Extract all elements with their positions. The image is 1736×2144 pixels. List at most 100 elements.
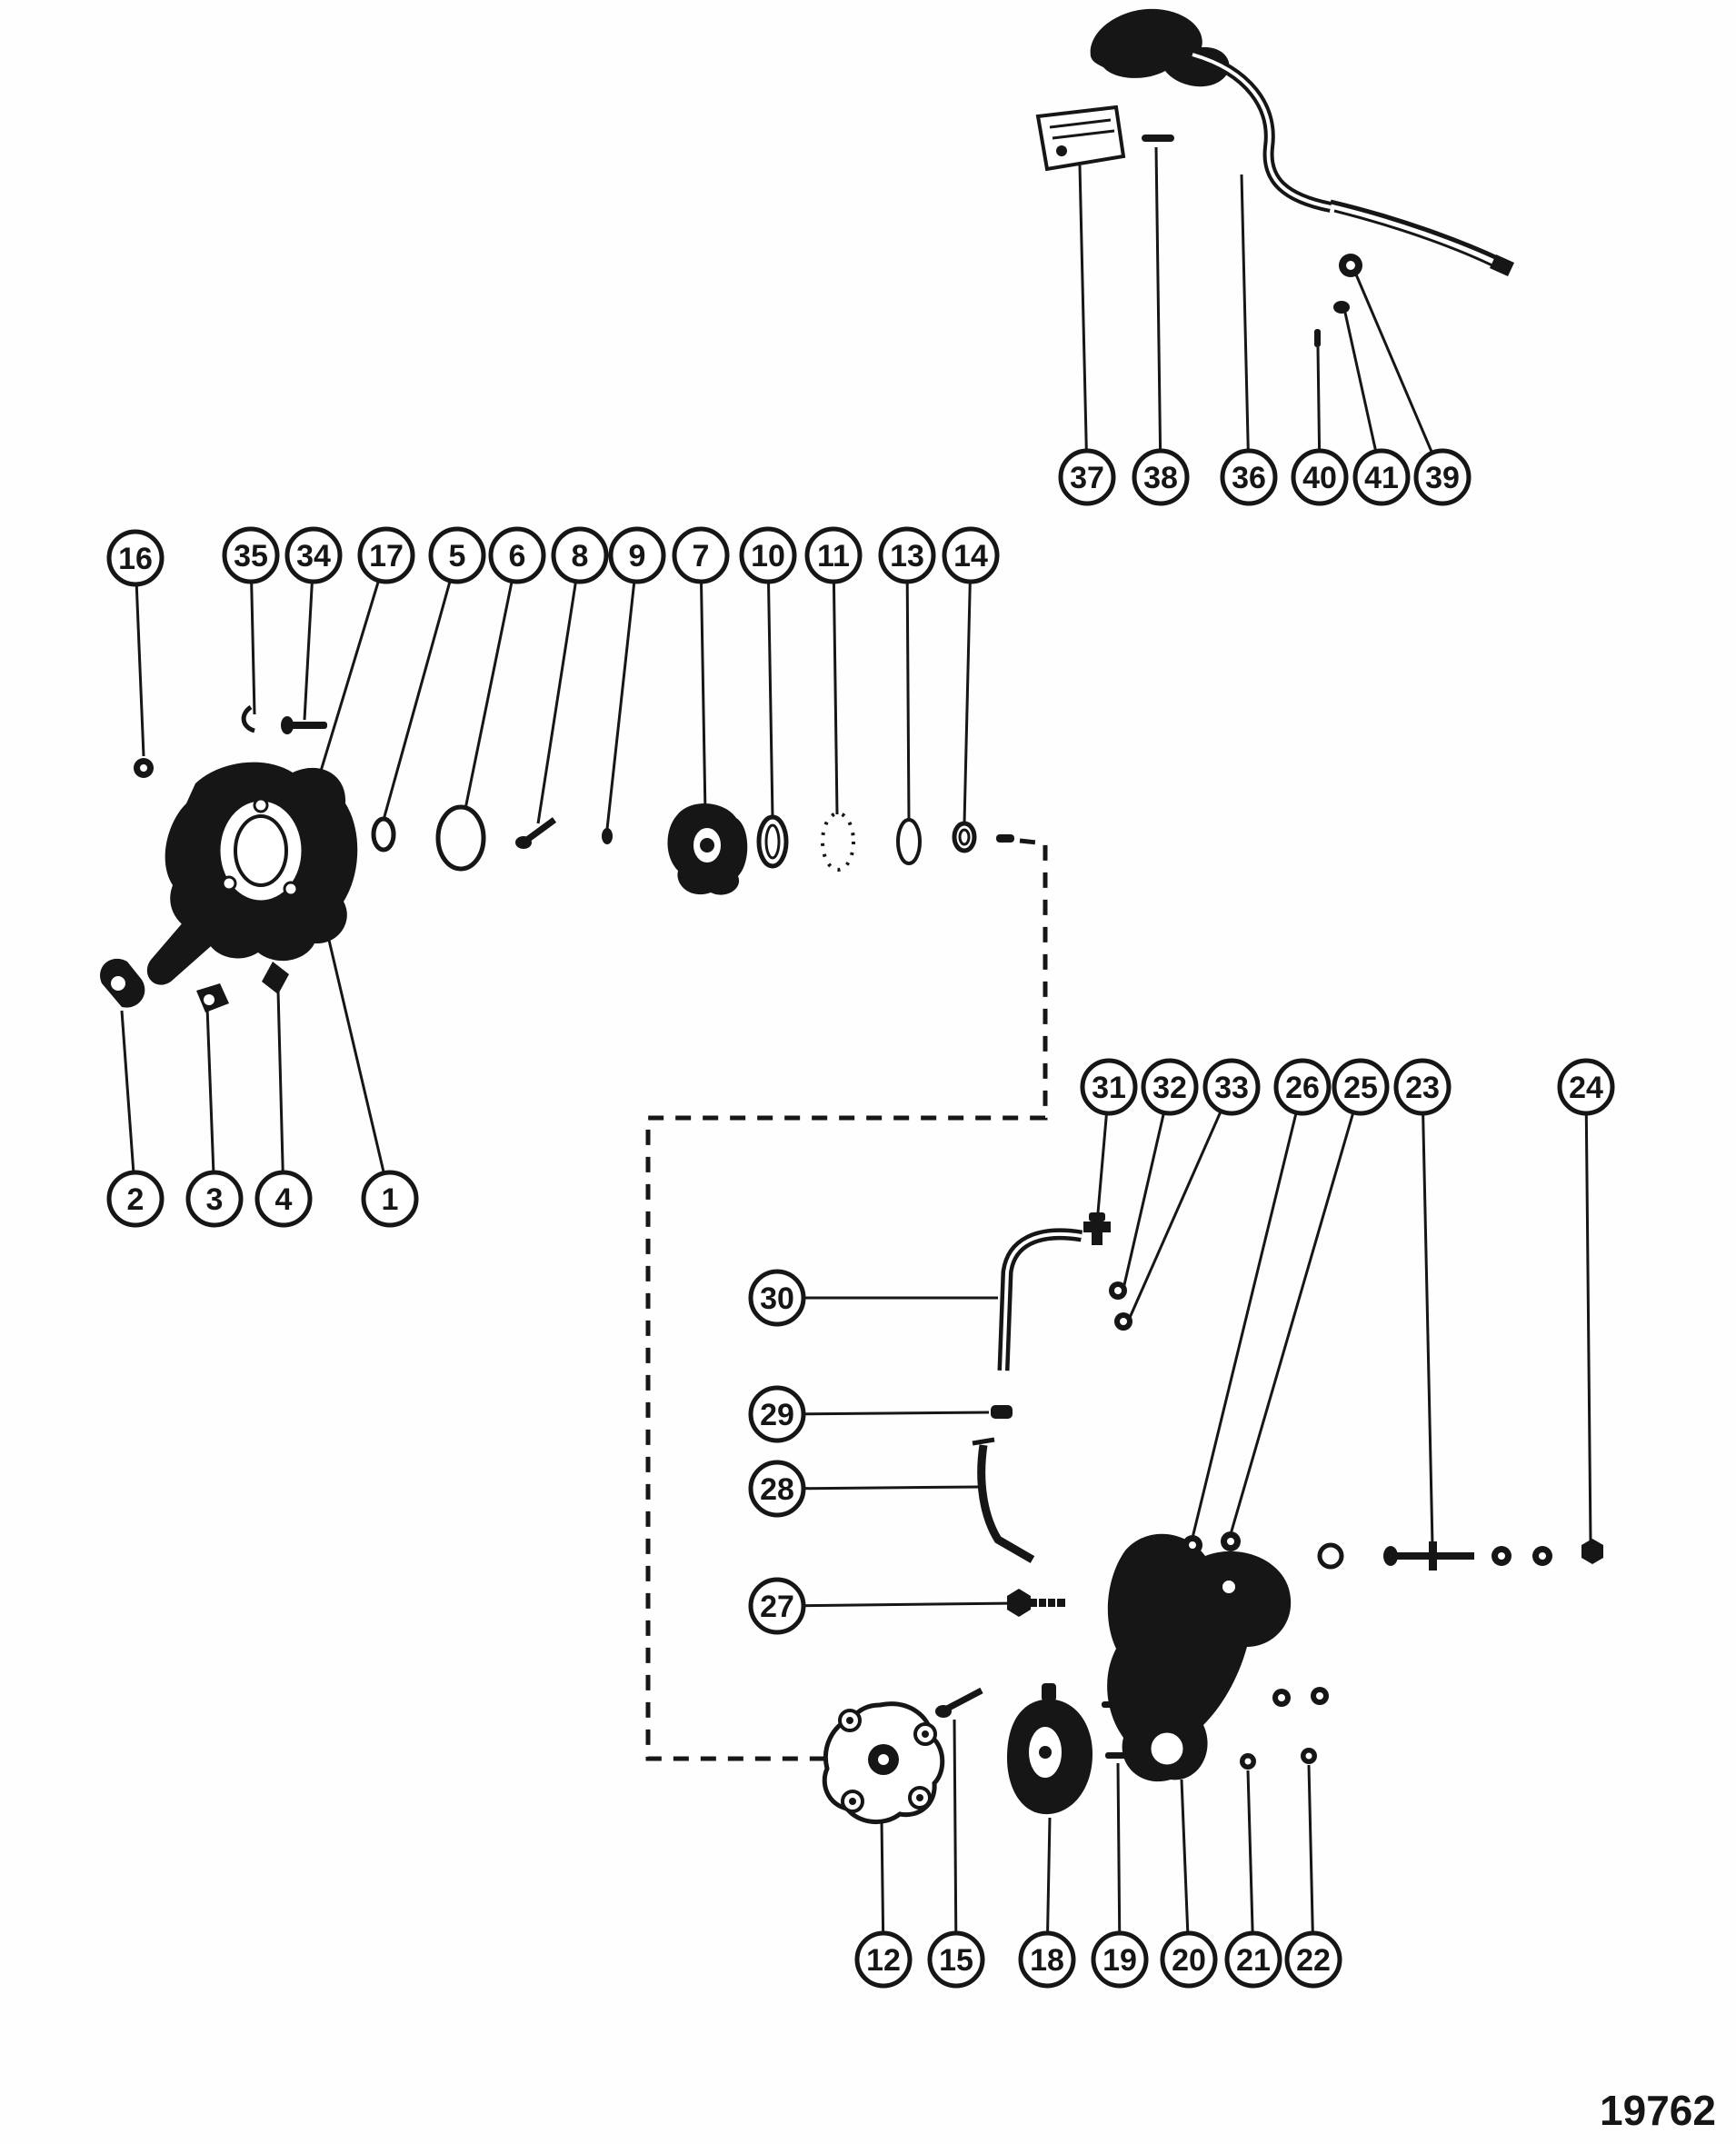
callout-number-5: 5 — [449, 539, 466, 573]
callout-circle-37 — [1058, 448, 1116, 506]
callout-circle-28 — [748, 1460, 806, 1518]
callout-circle-18 — [1018, 1930, 1076, 1989]
callout-17: 17 — [357, 526, 415, 584]
leader-line-8 — [536, 554, 582, 824]
callout-circle-22 — [1284, 1930, 1342, 1989]
leader-line-37 — [1078, 165, 1089, 478]
leader-line-26 — [1191, 1086, 1304, 1539]
callout-41: 41 — [1352, 448, 1411, 506]
callout-29: 29 — [748, 1385, 806, 1443]
callout-number-1: 1 — [382, 1182, 399, 1217]
callout-number-12: 12 — [866, 1943, 901, 1978]
leader-line-6 — [464, 554, 519, 810]
callout-number-3: 3 — [206, 1182, 224, 1217]
drawing-number: 19762 — [1600, 2087, 1716, 2134]
part-cable-assembly — [1035, 8, 1514, 347]
callout-circle-40 — [1291, 448, 1349, 506]
leader-line-1 — [318, 901, 392, 1200]
callout-number-33: 33 — [1214, 1071, 1249, 1105]
callout-39: 39 — [1413, 448, 1472, 506]
leader-line-29 — [776, 1411, 990, 1416]
callout-22: 22 — [1284, 1930, 1342, 1989]
leader-line-5 — [382, 554, 459, 821]
leader-line-14 — [963, 554, 973, 824]
callout-3: 3 — [185, 1170, 244, 1228]
callout-number-19: 19 — [1102, 1943, 1137, 1978]
callout-number-13: 13 — [890, 539, 924, 573]
callout-11: 11 — [804, 526, 863, 584]
callout-31: 31 — [1080, 1058, 1138, 1116]
callout-circle-31 — [1080, 1058, 1138, 1116]
callout-14: 14 — [942, 526, 1000, 584]
callout-32: 32 — [1141, 1058, 1199, 1116]
callout-number-37: 37 — [1070, 461, 1104, 495]
callout-37: 37 — [1058, 448, 1116, 506]
callout-circle-29 — [748, 1385, 806, 1443]
leader-line-13 — [905, 554, 911, 822]
callout-33: 33 — [1202, 1058, 1261, 1116]
callout-4: 4 — [254, 1170, 313, 1228]
callout-circle-16 — [106, 529, 165, 587]
leader-line-16 — [134, 557, 145, 757]
callout-number-9: 9 — [629, 539, 646, 573]
callout-number-14: 14 — [953, 539, 988, 573]
callout-circle-7 — [672, 526, 730, 584]
callout-number-20: 20 — [1172, 1943, 1206, 1978]
callout-number-18: 18 — [1030, 1943, 1064, 1978]
callout-35: 35 — [222, 526, 280, 584]
callout-circle-17 — [357, 526, 415, 584]
callout-24: 24 — [1557, 1058, 1615, 1116]
callout-number-27: 27 — [760, 1590, 794, 1624]
leader-line-19 — [1116, 1762, 1122, 1960]
callout-12: 12 — [854, 1930, 913, 1989]
assembly-boundary-dashed-line — [645, 838, 1048, 1761]
callout-circle-13 — [878, 526, 936, 584]
callout-8: 8 — [551, 526, 609, 584]
leader-line-7 — [699, 554, 707, 815]
callout-25: 25 — [1332, 1058, 1390, 1116]
callout-36: 36 — [1220, 448, 1278, 506]
callout-circle-33 — [1202, 1058, 1261, 1116]
callout-circle-35 — [222, 526, 280, 584]
leader-line-33 — [1127, 1086, 1233, 1321]
callout-number-17: 17 — [369, 539, 404, 573]
callout-number-30: 30 — [760, 1281, 794, 1316]
callout-circle-6 — [488, 526, 546, 584]
callout-27: 27 — [748, 1577, 806, 1635]
callout-number-24: 24 — [1569, 1071, 1603, 1105]
callout-number-26: 26 — [1285, 1071, 1320, 1105]
callout-circle-20 — [1160, 1930, 1218, 1989]
callout-number-31: 31 — [1092, 1071, 1126, 1105]
callout-circle-41 — [1352, 448, 1411, 506]
leader-line-15 — [953, 1719, 958, 1960]
callout-number-7: 7 — [693, 539, 710, 573]
callout-number-39: 39 — [1425, 461, 1460, 495]
callout-circle-21 — [1224, 1930, 1282, 1989]
callout-number-38: 38 — [1143, 461, 1178, 495]
callout-number-40: 40 — [1302, 461, 1337, 495]
callout-circle-36 — [1220, 448, 1278, 506]
callout-number-16: 16 — [118, 542, 153, 576]
leader-line-17 — [314, 554, 388, 790]
callout-circle-10 — [739, 526, 797, 584]
callout-number-8: 8 — [572, 539, 589, 573]
callout-15: 15 — [927, 1930, 985, 1989]
leader-line-10 — [766, 554, 774, 819]
callout-13: 13 — [878, 526, 936, 584]
callout-7: 7 — [672, 526, 730, 584]
callout-18: 18 — [1018, 1930, 1076, 1989]
callout-number-28: 28 — [760, 1472, 794, 1507]
callout-number-34: 34 — [296, 539, 331, 573]
callout-number-22: 22 — [1296, 1943, 1331, 1978]
callout-10: 10 — [739, 526, 797, 584]
callout-circle-12 — [854, 1930, 913, 1989]
callout-2: 2 — [106, 1170, 165, 1228]
callout-circle-24 — [1557, 1058, 1615, 1116]
leader-line-32 — [1122, 1086, 1172, 1290]
callout-circle-39 — [1413, 448, 1472, 506]
leader-line-28 — [776, 1485, 981, 1491]
leader-line-9 — [605, 554, 639, 830]
callout-23: 23 — [1393, 1058, 1452, 1116]
